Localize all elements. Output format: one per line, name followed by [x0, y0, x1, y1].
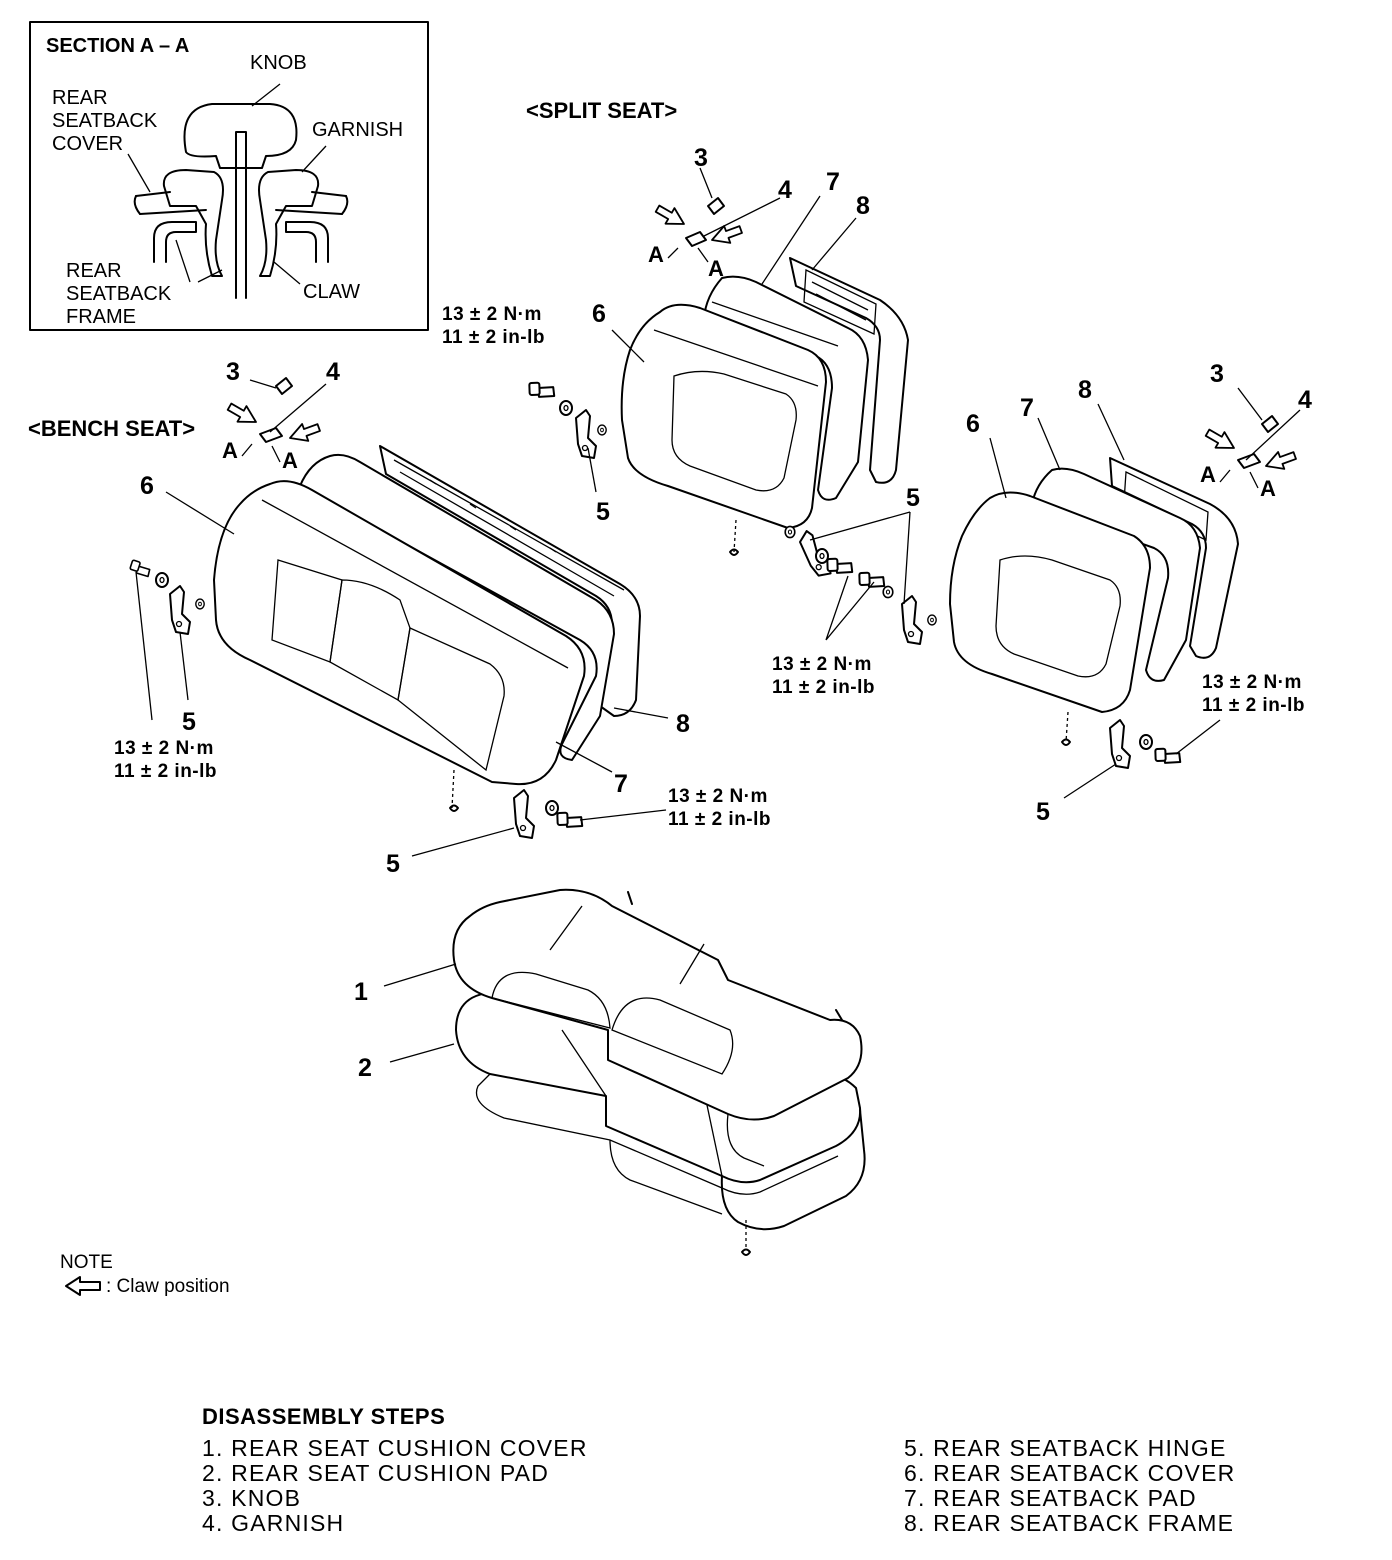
- inset-label-frame-1: REAR: [66, 260, 122, 282]
- torque-metric-split-center: 13 ± 2 N·m: [772, 654, 872, 675]
- callout-7-right: 7: [1020, 394, 1034, 422]
- inset-label-cover-1: REAR: [52, 87, 108, 109]
- callout-5-split-left: 5: [596, 498, 610, 526]
- note-claw-position: : Claw position: [106, 1276, 230, 1297]
- section-marker-bench-a1: A: [222, 438, 238, 463]
- section-marker-split-a2: A: [708, 256, 724, 281]
- inset-label-frame-3: FRAME: [66, 306, 136, 328]
- callout-1: 1: [354, 978, 368, 1006]
- callout-4-bench: 4: [326, 358, 340, 386]
- inset-label-cover-3: COVER: [52, 133, 123, 155]
- steps-left-column: 1. REAR SEAT CUSHION COVER 2. REAR SEAT …: [202, 1436, 588, 1536]
- callout-6-bench: 6: [140, 472, 154, 500]
- disassembly-steps: DISASSEMBLY STEPS 1. REAR SEAT CUSHION C…: [202, 1404, 1302, 1536]
- callout-3-bench: 3: [226, 358, 240, 386]
- callout-4-right: 4: [1298, 386, 1312, 414]
- callout-3-right: 3: [1210, 360, 1224, 388]
- callout-7-split: 7: [826, 168, 840, 196]
- torque-metric-bench-bottom: 13 ± 2 N·m: [668, 786, 768, 807]
- bench-seat-assembly: [126, 377, 669, 857]
- step-item: 5. REAR SEATBACK HINGE: [904, 1435, 1227, 1461]
- step-item: 8. REAR SEATBACK FRAME: [904, 1510, 1235, 1536]
- section-marker-split-a1: A: [648, 242, 664, 267]
- torque-imperial-bench-left: 11 ± 2 in-lb: [114, 761, 217, 782]
- callout-5-bench-bottom: 5: [386, 850, 400, 878]
- callout-5-bench-left: 5: [182, 708, 196, 736]
- split-seat-center-assembly: [524, 167, 937, 645]
- step-item: 2. REAR SEAT CUSHION PAD: [202, 1460, 550, 1486]
- torque-imperial-split-left: 11 ± 2 in-lb: [442, 327, 545, 348]
- steps-title: DISASSEMBLY STEPS: [202, 1404, 446, 1429]
- seat-cushion-assembly: [383, 888, 866, 1256]
- split-seat-right-assembly: [949, 387, 1301, 799]
- note-title: NOTE: [60, 1252, 113, 1273]
- heading-bench-seat: <BENCH SEAT>: [28, 416, 195, 441]
- callout-5-split-right: 5: [906, 484, 920, 512]
- torque-imperial-split-right: 11 ± 2 in-lb: [1202, 695, 1305, 716]
- section-marker-bench-a2: A: [282, 448, 298, 473]
- callout-3-split: 3: [694, 144, 708, 172]
- inset-label-frame-2: SEATBACK: [66, 283, 172, 305]
- callout-4-split: 4: [778, 176, 792, 204]
- inset-label-knob: KNOB: [250, 52, 307, 74]
- torque-metric-bench-left: 13 ± 2 N·m: [114, 738, 214, 759]
- inset-label-cover-2: SEATBACK: [52, 110, 158, 132]
- step-item: 1. REAR SEAT CUSHION COVER: [202, 1435, 588, 1461]
- torque-metric-split-right: 13 ± 2 N·m: [1202, 672, 1302, 693]
- note-block: NOTE : Claw position: [60, 1252, 230, 1297]
- callout-8-right: 8: [1078, 376, 1092, 404]
- callout-6-split: 6: [592, 300, 606, 328]
- inset-label-claw: CLAW: [303, 281, 360, 303]
- section-marker-right-a2: A: [1260, 476, 1276, 501]
- steps-right-column: 5. REAR SEATBACK HINGE 6. REAR SEATBACK …: [904, 1436, 1235, 1536]
- hollow-left-arrow-icon: [65, 1276, 101, 1296]
- inset-title: SECTION A – A: [46, 35, 189, 57]
- inset-cross-section-drawing: [127, 83, 349, 299]
- callout-5-right: 5: [1036, 798, 1050, 826]
- callout-7-bench: 7: [614, 770, 628, 798]
- section-inset: SECTION A – A KNOB REAR SEATBACK COVER G…: [29, 21, 429, 331]
- callout-8-split: 8: [856, 192, 870, 220]
- step-item: 4. GARNISH: [202, 1510, 345, 1536]
- callout-6-right: 6: [966, 410, 980, 438]
- step-item: 7. REAR SEATBACK PAD: [904, 1485, 1197, 1511]
- callout-2: 2: [358, 1054, 372, 1082]
- torque-imperial-bench-bottom: 11 ± 2 in-lb: [668, 809, 771, 830]
- section-marker-right-a1: A: [1200, 462, 1216, 487]
- step-item: 3. KNOB: [202, 1485, 302, 1511]
- torque-imperial-split-center: 11 ± 2 in-lb: [772, 677, 875, 698]
- inset-label-garnish: GARNISH: [312, 119, 403, 141]
- callout-8-bench: 8: [676, 710, 690, 738]
- step-item: 6. REAR SEATBACK COVER: [904, 1460, 1236, 1486]
- heading-split-seat: <SPLIT SEAT>: [526, 98, 677, 123]
- torque-metric-split-left: 13 ± 2 N·m: [442, 304, 542, 325]
